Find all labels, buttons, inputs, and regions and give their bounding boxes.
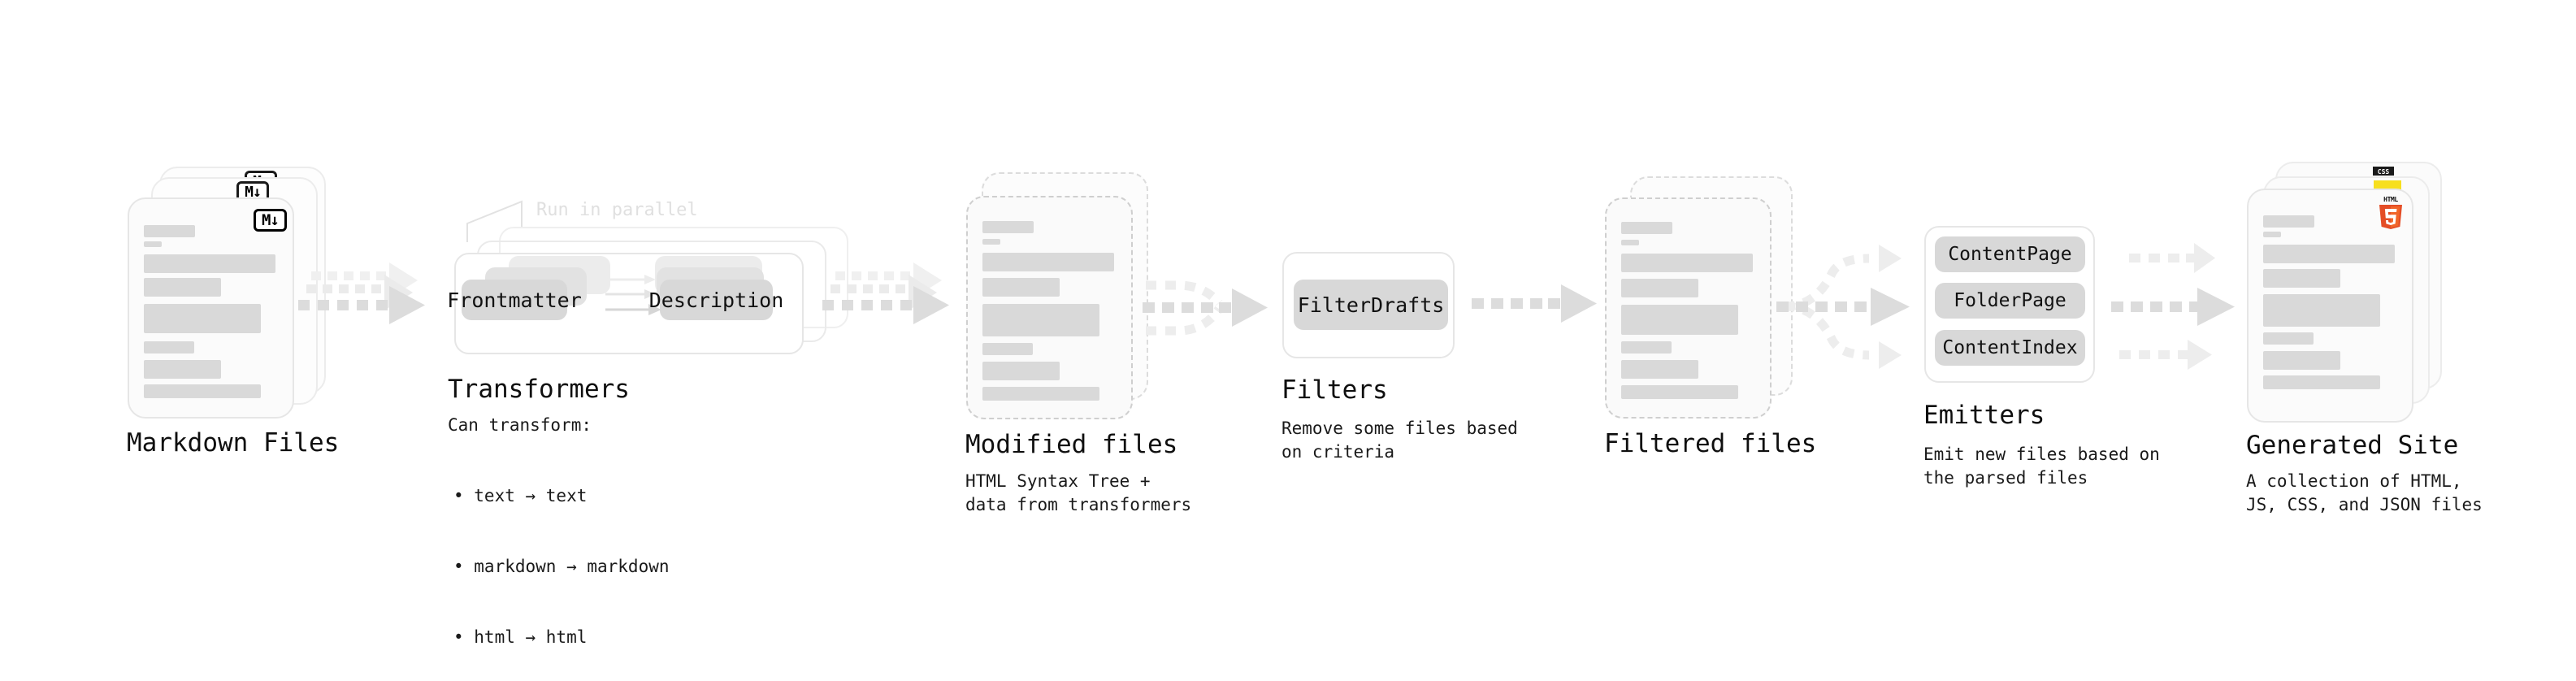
transformer-bullet: • text → text	[453, 486, 588, 505]
svg-text:CSS: CSS	[2378, 168, 2390, 176]
doc-bar	[2263, 375, 2380, 389]
transformer-node-description[interactable]: Description	[649, 280, 783, 320]
doc-bar	[1621, 341, 1672, 354]
doc-bar	[144, 304, 261, 333]
stage-title-generated-site: Generated Site	[2246, 431, 2459, 460]
arrow-modified-to-filters	[1143, 280, 1268, 336]
arrow-filters-to-filtered	[1472, 284, 1597, 323]
parallel-bracket	[466, 200, 523, 242]
doc-bar	[1621, 360, 1698, 379]
doc-bar	[982, 221, 1034, 233]
transformer-bullet: • markdown → markdown	[453, 557, 670, 576]
doc-bar	[982, 362, 1060, 380]
doc-bar	[2263, 269, 2340, 288]
emitter-node-contentpage[interactable]: ContentPage	[1935, 236, 2085, 272]
doc-bar	[144, 225, 195, 237]
stage-title-modified-files: Modified files	[965, 430, 1178, 459]
doc-bar	[2263, 332, 2314, 345]
transformer-bullet-list: • text → text • markdown → markdown • ht…	[453, 437, 670, 681]
doc-bar	[982, 278, 1060, 297]
doc-bar	[1621, 305, 1738, 335]
stage-title-filtered-files: Filtered files	[1604, 429, 1817, 458]
run-in-parallel-label: Run in parallel	[536, 200, 698, 220]
transformer-internal-arrows	[605, 275, 661, 315]
stage-title-transformers: Transformers	[448, 375, 630, 404]
stage-caption-modified-files: HTML Syntax Tree + data from transformer…	[965, 471, 1192, 514]
emitter-node-folderpage[interactable]: FolderPage	[1935, 283, 2085, 319]
doc-bar	[982, 253, 1114, 271]
arrow-markdown-to-transformers	[298, 262, 425, 324]
doc-bar	[2263, 215, 2314, 228]
transformer-node-frontmatter[interactable]: Frontmatter	[447, 280, 582, 320]
stage-title-filters: Filters	[1281, 375, 1388, 405]
doc-bar	[1621, 279, 1698, 297]
doc-bar	[144, 278, 221, 297]
doc-bar	[144, 360, 221, 379]
doc-bar	[2263, 245, 2395, 263]
doc-bar	[144, 384, 261, 398]
stage-title-markdown-files: Markdown Files	[127, 428, 340, 458]
doc-bar	[982, 304, 1099, 336]
doc-bar	[1621, 240, 1639, 245]
doc-bar	[1621, 254, 1753, 272]
svg-text:HTML: HTML	[2383, 196, 2398, 203]
doc-bar	[2263, 294, 2380, 327]
stage-caption-generated-site: A collection of HTML, JS, CSS, and JSON …	[2246, 471, 2483, 514]
doc-bar	[144, 241, 162, 247]
doc-bar	[144, 341, 194, 354]
markdown-icon: M↓	[254, 209, 287, 232]
doc-bar	[982, 387, 1099, 401]
html5-icon: HTML	[2379, 196, 2402, 229]
doc-bar	[1621, 222, 1672, 234]
stage-caption-emitters: Emit new files based on the parsed files	[1923, 445, 2160, 488]
stage-caption-transformers: Can transform:	[448, 415, 592, 435]
arrow-filtered-to-emitters	[1776, 245, 1910, 369]
doc-bar	[982, 343, 1033, 355]
doc-bar	[144, 254, 275, 273]
doc-bar	[982, 239, 1000, 245]
arrow-transformers-to-modified	[822, 262, 949, 324]
doc-bar	[1621, 385, 1738, 399]
transformer-bullet: • html → html	[453, 627, 588, 647]
emitter-node-contentindex[interactable]: ContentIndex	[1935, 330, 2085, 366]
filter-node-filterdrafts[interactable]: FilterDrafts	[1294, 280, 1448, 330]
doc-bar	[2263, 351, 2340, 370]
arrow-emitters-to-site	[2111, 243, 2235, 370]
stage-title-emitters: Emitters	[1923, 401, 2045, 430]
doc-bar	[2263, 232, 2281, 237]
stage-caption-filters: Remove some files based on criteria	[1281, 419, 1518, 462]
